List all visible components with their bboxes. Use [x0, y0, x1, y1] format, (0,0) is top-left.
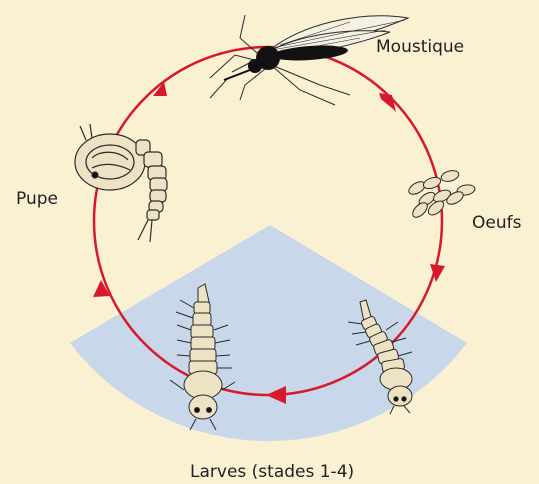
mosquito-icon [210, 15, 408, 105]
water-area [70, 225, 467, 441]
label-pupa: Pupe [16, 189, 58, 209]
label-eggs: Oeufs [472, 213, 522, 233]
pupa-icon [75, 124, 167, 242]
label-adult: Moustique [376, 37, 464, 57]
label-larvae: Larves (stades 1-4) [190, 462, 354, 482]
arrow-to-eggs [379, 93, 396, 112]
